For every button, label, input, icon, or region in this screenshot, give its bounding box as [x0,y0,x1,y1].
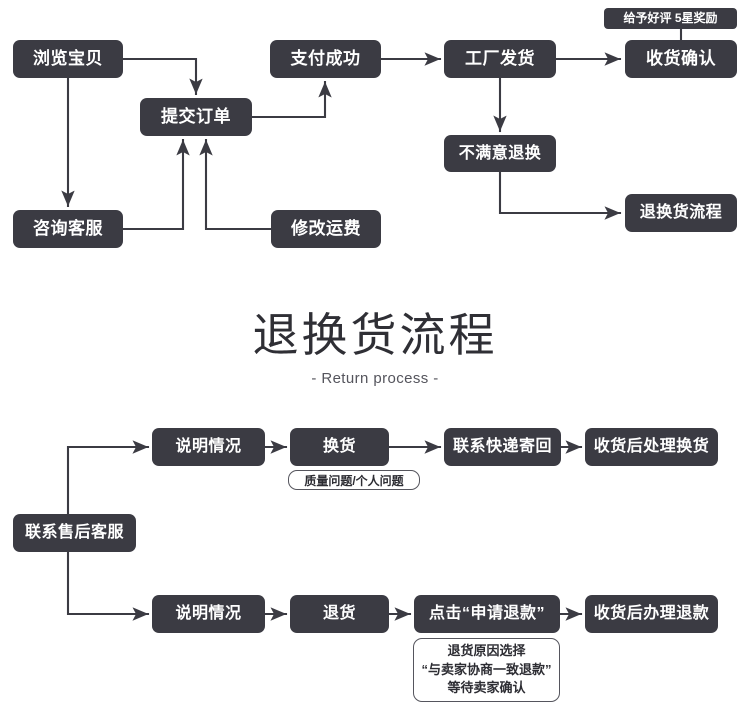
note-line-1: 退货原因选择 [447,642,526,658]
node-unsatisfied[interactable]: 不满意退换 [444,135,556,172]
edge-modify-freight-to-submit [199,138,273,231]
node-contact-courier[interactable]: 联系快递寄回 [444,428,561,466]
node-process-refund[interactable]: 收货后办理退款 [585,595,718,633]
node-submit-order[interactable]: 提交订单 [140,98,252,136]
edge-unsatisfied-to-return-flow [498,167,622,220]
tag-quality-or-personal: 质量问题/个人问题 [288,470,420,490]
section-subtitle: - Return process - [311,370,439,387]
note-line-2: “与卖家协商一致退款” [421,661,552,677]
edge-aftersales-branch-down [66,531,150,621]
node-apply-refund[interactable]: 点击“申请退款” [414,595,560,633]
node-after-sales[interactable]: 联系售后客服 [13,514,136,552]
node-explain-situation-exchange[interactable]: 说明情况 [152,428,265,466]
node-browse[interactable]: 浏览宝贝 [13,40,123,78]
section-title: 退换货流程 [252,309,498,361]
annotation-praise-reward: 给予好评 5星奖励 [604,8,737,29]
node-exchange[interactable]: 换货 [290,428,389,466]
edge-contact-cs-to-submit [121,138,190,231]
node-factory-ship[interactable]: 工厂发货 [444,40,556,78]
node-contact-cs[interactable]: 咨询客服 [13,210,123,248]
note-line-3: 等待卖家确认 [447,680,526,696]
node-pay-success[interactable]: 支付成功 [270,40,381,78]
node-process-exchange[interactable]: 收货后处理换货 [585,428,718,466]
node-confirm-goods[interactable]: 收货确认 [625,40,737,78]
note-refund-reason: 退货原因选择 “与卖家协商一致退款” 等待卖家确认 [413,638,560,702]
edge-aftersales-branch-up [66,440,150,535]
edge-submit-to-pay [250,80,332,119]
node-return-goods[interactable]: 退货 [290,595,389,633]
node-explain-situation-refund[interactable]: 说明情况 [152,595,265,633]
node-modify-freight[interactable]: 修改运费 [271,210,381,248]
node-return-flow[interactable]: 退换货流程 [625,194,737,232]
edge-browse-to-submit [121,57,203,96]
